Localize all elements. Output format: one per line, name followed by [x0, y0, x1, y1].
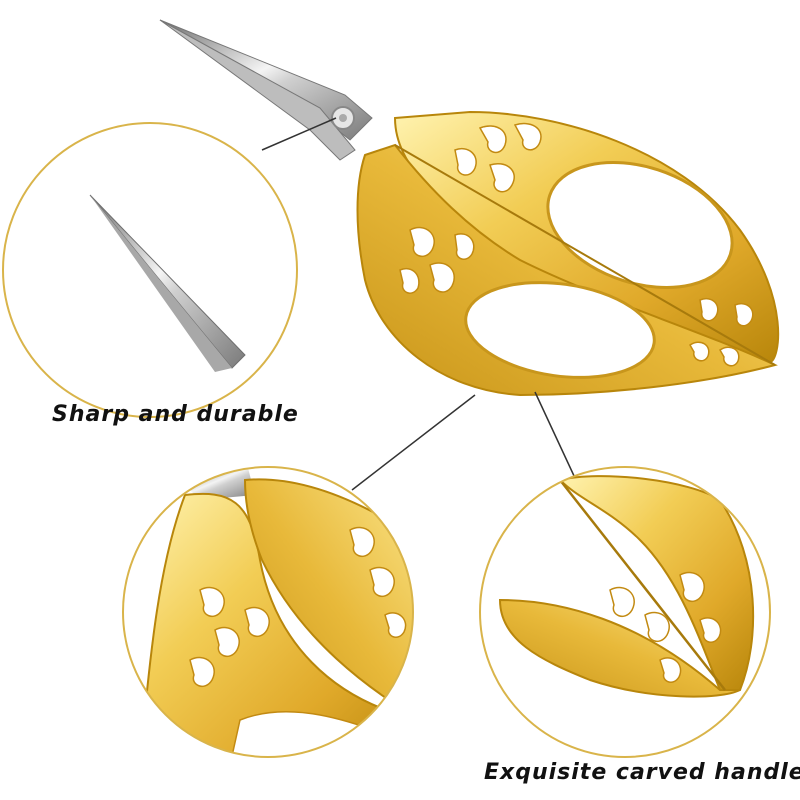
magnifier-circle-pivot: [122, 466, 414, 758]
magnifier-circle-handle: [479, 466, 771, 758]
caption-sharp-durable: Sharp and durable: [52, 402, 299, 427]
handle-lower: [356, 143, 778, 397]
magnifier-circle-blade: [2, 122, 298, 418]
leader-lines: [261, 117, 576, 491]
blade-lower: [159, 19, 356, 161]
handle-upper-hole: [546, 161, 734, 289]
scissors-main: [159, 19, 780, 397]
caption-carved-handle: Exquisite carved handle: [484, 760, 800, 785]
handle-lower-hole: [464, 281, 656, 379]
filigree-pattern: [399, 122, 754, 367]
